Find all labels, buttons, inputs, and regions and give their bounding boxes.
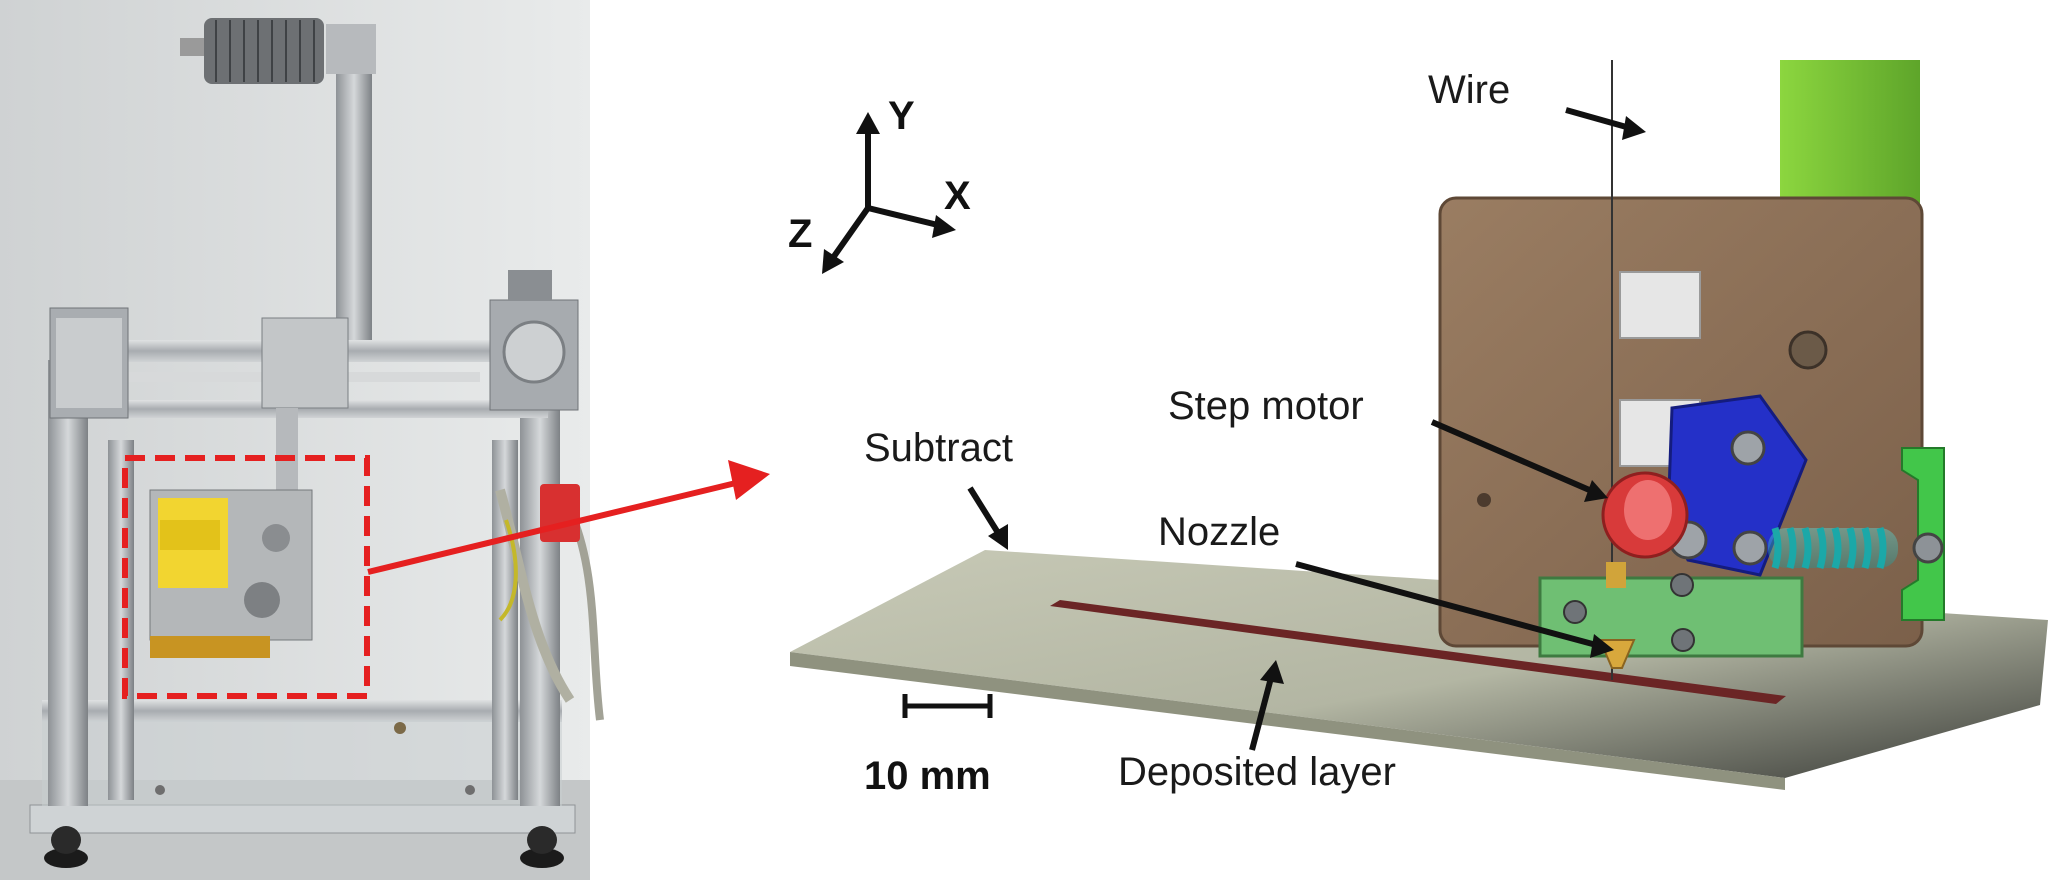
axes-triad (822, 112, 956, 274)
printer-photo (0, 0, 604, 880)
nozzle-arrow (1295, 561, 1614, 658)
scale-bar-label: 10 mm (864, 754, 991, 798)
subtract-arrow (967, 486, 1008, 550)
label-nozzle: Nozzle (1158, 510, 1281, 554)
label-step-motor: Step motor (1168, 384, 1364, 428)
deposited-layer-arrow (1249, 660, 1284, 751)
axis-label-y: Y (888, 94, 915, 138)
callout-arrow (367, 460, 770, 575)
step-motor-arrow (1430, 419, 1608, 502)
scale-bar (902, 694, 993, 718)
callout-dashed-box (122, 455, 370, 699)
screw (1477, 493, 1491, 507)
spring (1768, 526, 1898, 570)
label-wire: Wire (1428, 68, 1511, 112)
wire-arrow (1565, 107, 1646, 140)
screw (1788, 330, 1828, 370)
wire-guide (1619, 271, 1701, 339)
axis-label-z: Z (788, 212, 813, 256)
label-deposited-layer: Deposited layer (1118, 750, 1396, 794)
deposited-layer (1050, 600, 1786, 704)
axis-label-x: X (944, 174, 971, 218)
label-subtract: Subtract (864, 426, 1013, 470)
